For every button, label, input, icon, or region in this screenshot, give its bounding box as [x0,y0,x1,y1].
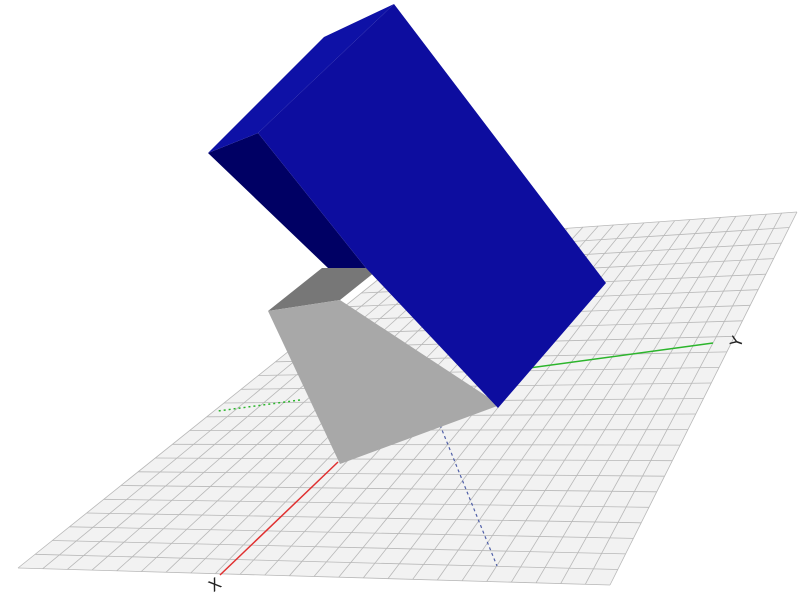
gray-wedge[interactable] [268,268,500,464]
grid-line [535,215,752,584]
x-axis-label: X [205,574,225,593]
blue-box-side-face [208,133,366,268]
x-axis-line [219,461,339,576]
grid-line [560,214,767,584]
grid-line [584,212,783,585]
blue-box-top-face [208,4,394,153]
blue-box[interactable] [208,4,606,408]
grid-line [609,211,798,586]
blue-box-front-face [258,4,606,408]
y-axis-line [499,342,714,373]
gray-wedge-top-face [268,268,380,311]
z-guide-line [439,424,498,567]
y-axis-negative-line [217,399,301,412]
gray-wedge-front-face [268,300,500,464]
